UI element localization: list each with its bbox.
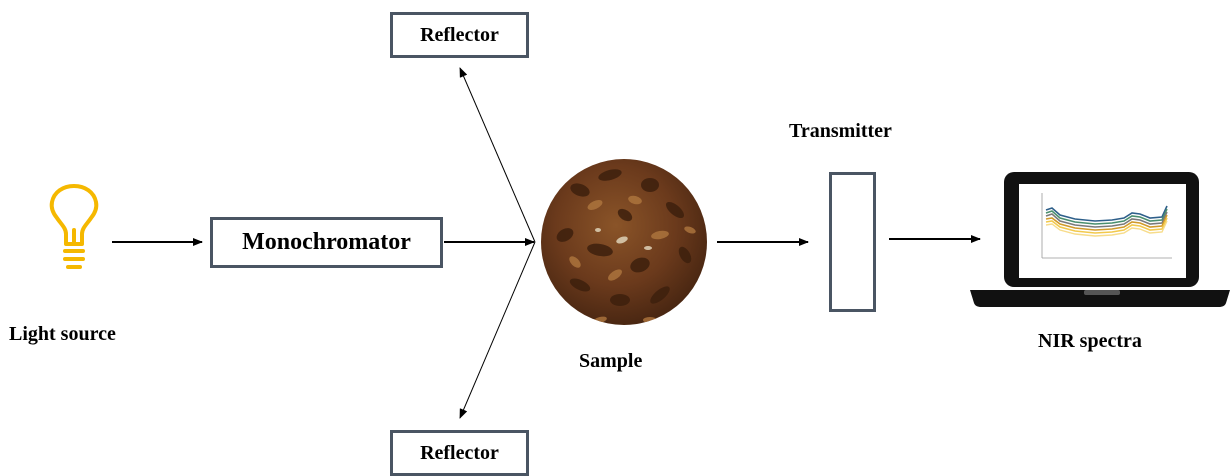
- arrow-sample-to-reflector-bottom: [459, 241, 536, 419]
- sample-label: Sample: [579, 350, 643, 372]
- monochromator-label: Monochromator: [242, 229, 411, 255]
- reflector-bottom-box: Reflector: [390, 430, 529, 476]
- reflector-bottom-label: Reflector: [420, 441, 499, 464]
- reflector-top-box: Reflector: [390, 12, 529, 58]
- transmitter-label: Transmitter: [789, 120, 892, 142]
- spectra-plot: [1041, 193, 1172, 259]
- transmitter-box: [829, 172, 876, 312]
- nir-spectra-label: NIR spectra: [1038, 330, 1142, 352]
- arrow-sample-to-reflector-top: [459, 67, 536, 243]
- light-source-label: Light source: [9, 323, 116, 345]
- reflector-top-label: Reflector: [420, 23, 499, 46]
- monochromator-box: Monochromator: [210, 217, 443, 268]
